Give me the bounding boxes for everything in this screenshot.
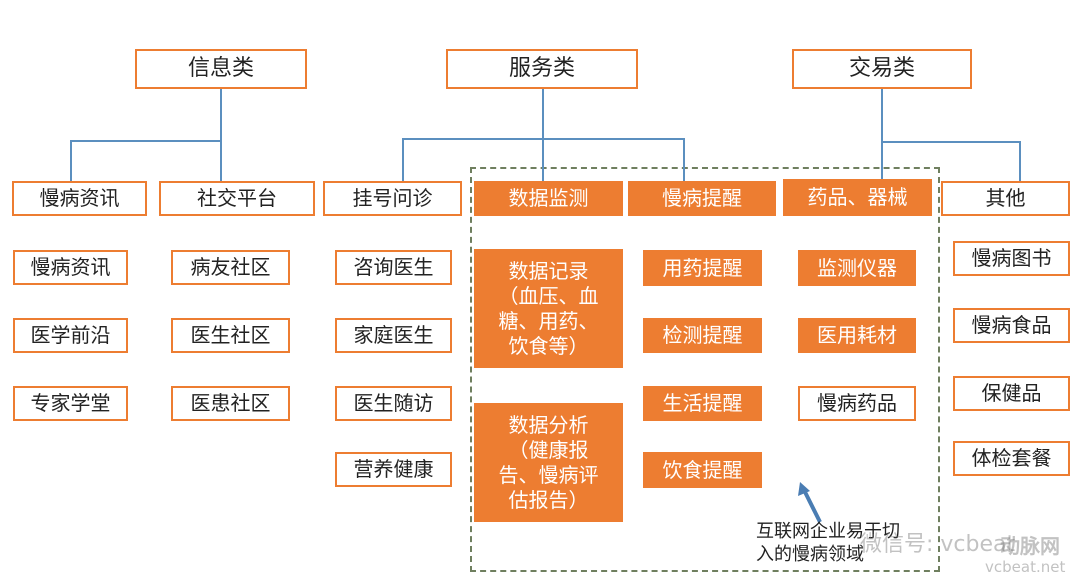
connector (220, 140, 222, 181)
item: 体检套餐 (953, 441, 1070, 476)
item: 病友社区 (171, 250, 290, 285)
annotation: 互联网企业易于切 入的慢病领域 (756, 520, 900, 567)
item: 医用耗材 (798, 318, 916, 353)
watermark-site: vcbeat.net (985, 558, 1066, 576)
item-data-record: 数据记录（血压、血糖、用药、饮食等） (474, 249, 623, 368)
connector (1019, 141, 1021, 181)
item: 医生随访 (335, 386, 452, 421)
item: 慢病药品 (798, 386, 916, 421)
sub-drugs-devices: 药品、器械 (783, 179, 932, 216)
sub-chronic-news: 慢病资讯 (12, 181, 147, 216)
item: 家庭医生 (335, 318, 452, 353)
sub-other: 其他 (941, 181, 1070, 216)
item: 监测仪器 (798, 250, 916, 286)
watermark-wechat: 微信号: vcbeat (860, 532, 1016, 557)
sub-reminders: 慢病提醒 (628, 181, 776, 216)
item: 检测提醒 (643, 318, 762, 353)
connector (70, 140, 222, 142)
item: 保健品 (953, 376, 1070, 411)
annotation-line1: 互联网企业易于切 (756, 521, 900, 542)
item: 医患社区 (171, 386, 290, 421)
item: 生活提醒 (643, 386, 762, 421)
item: 饮食提醒 (643, 452, 762, 488)
connector (402, 138, 685, 140)
item: 慢病资讯 (13, 250, 128, 285)
internet-focus-region (470, 167, 940, 572)
item: 咨询医生 (335, 250, 452, 285)
item: 医学前沿 (13, 318, 128, 353)
connector (683, 138, 685, 181)
sub-registration: 挂号问诊 (323, 181, 462, 216)
connector (402, 138, 404, 181)
item: 专家学堂 (13, 386, 128, 421)
arrow-icon (798, 482, 822, 523)
item: 慢病图书 (953, 241, 1070, 276)
connector (881, 141, 1021, 143)
item: 用药提醒 (643, 250, 762, 286)
annotation-line2: 入的慢病领域 (756, 544, 864, 566)
connector (881, 89, 883, 181)
sub-social: 社交平台 (159, 181, 315, 216)
sub-data-monitoring: 数据监测 (474, 181, 623, 216)
category-info: 信息类 (135, 49, 307, 89)
connector (70, 140, 72, 181)
watermark-brand: 动脉网 (1000, 534, 1060, 558)
item: 营养健康 (335, 452, 452, 487)
item-data-analysis: 数据分析（健康报告、慢病评估报告） (474, 403, 623, 522)
category-trade: 交易类 (792, 49, 972, 89)
item: 医生社区 (171, 318, 290, 353)
item: 慢病食品 (953, 308, 1070, 343)
connector (542, 89, 544, 181)
category-service: 服务类 (446, 49, 638, 89)
connector (220, 89, 222, 141)
